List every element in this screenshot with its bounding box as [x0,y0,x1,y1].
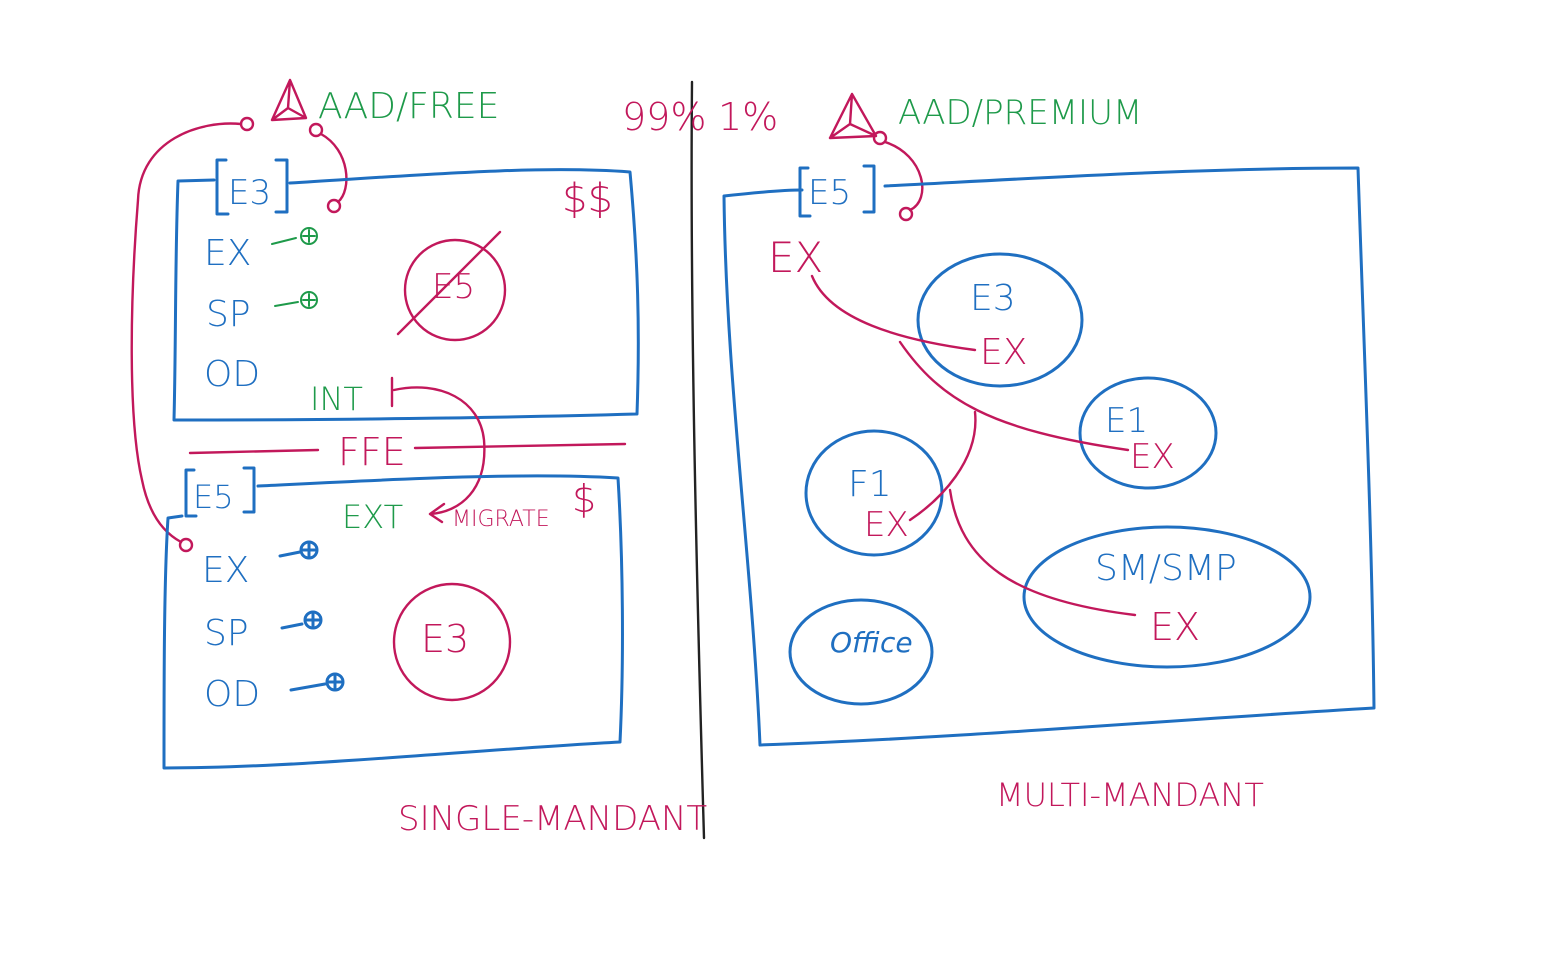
ffe-line-left [188,448,320,455]
multi-mandant-label: MULTI-MANDANT [996,776,1264,814]
ex-to-sm-link [948,488,1137,617]
connector-dot [178,537,194,553]
connector-dot [326,198,342,214]
crossed-e5-label: E5 [432,267,475,307]
cost-double: $$ [562,176,613,222]
e5-tag-bracket [184,466,256,518]
e3-circle-label: E3 [421,617,469,661]
connector-dot [872,130,888,146]
e1-bubble-title: E1 [1105,401,1148,441]
lower-item-od: OD [204,674,260,715]
ffe-label: FFE [338,430,406,474]
lower-left-box [162,474,624,770]
int-label: INT [310,380,363,418]
lower-item-ex: EX [202,550,249,591]
plus-icon [274,291,318,309]
left-aad-title: AAD/FREE [318,86,499,127]
crossed-e5-circle [403,238,507,342]
connector-dot [239,116,255,132]
aad-premium-label: AAD/PREMIUM [898,93,1142,133]
ffe-line-right [413,442,627,450]
plus-icon [278,540,319,560]
cross-out-line [396,230,502,336]
e3-bubble-ex: EX [980,332,1027,373]
aad-to-e3-link [319,132,348,204]
plus-icon [271,227,318,245]
e3-bubble-title: E3 [970,278,1016,319]
lower-e5-tag: E5 [193,478,234,516]
upper-item-od: OD [204,354,260,395]
ext-label: EXT [342,498,403,536]
upper-left-box [172,168,640,422]
e3-tag: E3 [228,173,271,213]
e1-bubble-ex: EX [1130,437,1175,477]
percent-99: 99% [622,95,706,139]
center-divider [690,80,706,840]
aad-to-e5-link [130,122,243,544]
sm-smp-title: SM/SMP [1095,548,1237,589]
connector-dot [898,206,914,222]
e5-tag-bracket [798,164,876,218]
cost-single: $ [572,477,596,521]
lower-item-sp: SP [204,613,249,654]
plus-icon [280,610,323,630]
migrate-arrow [392,386,486,524]
ex-to-e3-link [810,274,977,352]
percent-1: 1% [718,95,778,139]
office-bubble [788,598,934,706]
migrate-label: MIGRATE [452,507,550,532]
upper-item-sp: SP [206,294,251,335]
e3-circle [392,582,512,702]
e3-bubble [916,252,1084,388]
e1-bubble [1078,376,1218,490]
e3-tag-bracket [215,158,289,216]
aad-logo-icon [270,78,308,122]
right-e5-tag: E5 [808,173,851,213]
right-box [722,166,1376,747]
sm-smp-ex: EX [1150,605,1200,649]
sm-smp-bubble [1022,525,1312,669]
f1-bubble-ex: EX [864,505,909,545]
connector-dot [308,122,324,138]
plus-icon [289,672,345,692]
upper-item-ex: EX [204,233,251,274]
aad-to-e5-link [883,140,924,212]
office-bubble-title: Office [830,626,913,659]
aad-logo-icon [828,92,878,140]
ex-to-f1-link [908,410,977,522]
root-ex-label: EX [768,233,823,282]
single-mandant-label: SINGLE-MANDANT [398,799,707,839]
ex-to-e1-link [898,340,1130,452]
f1-bubble-title: F1 [848,464,892,505]
